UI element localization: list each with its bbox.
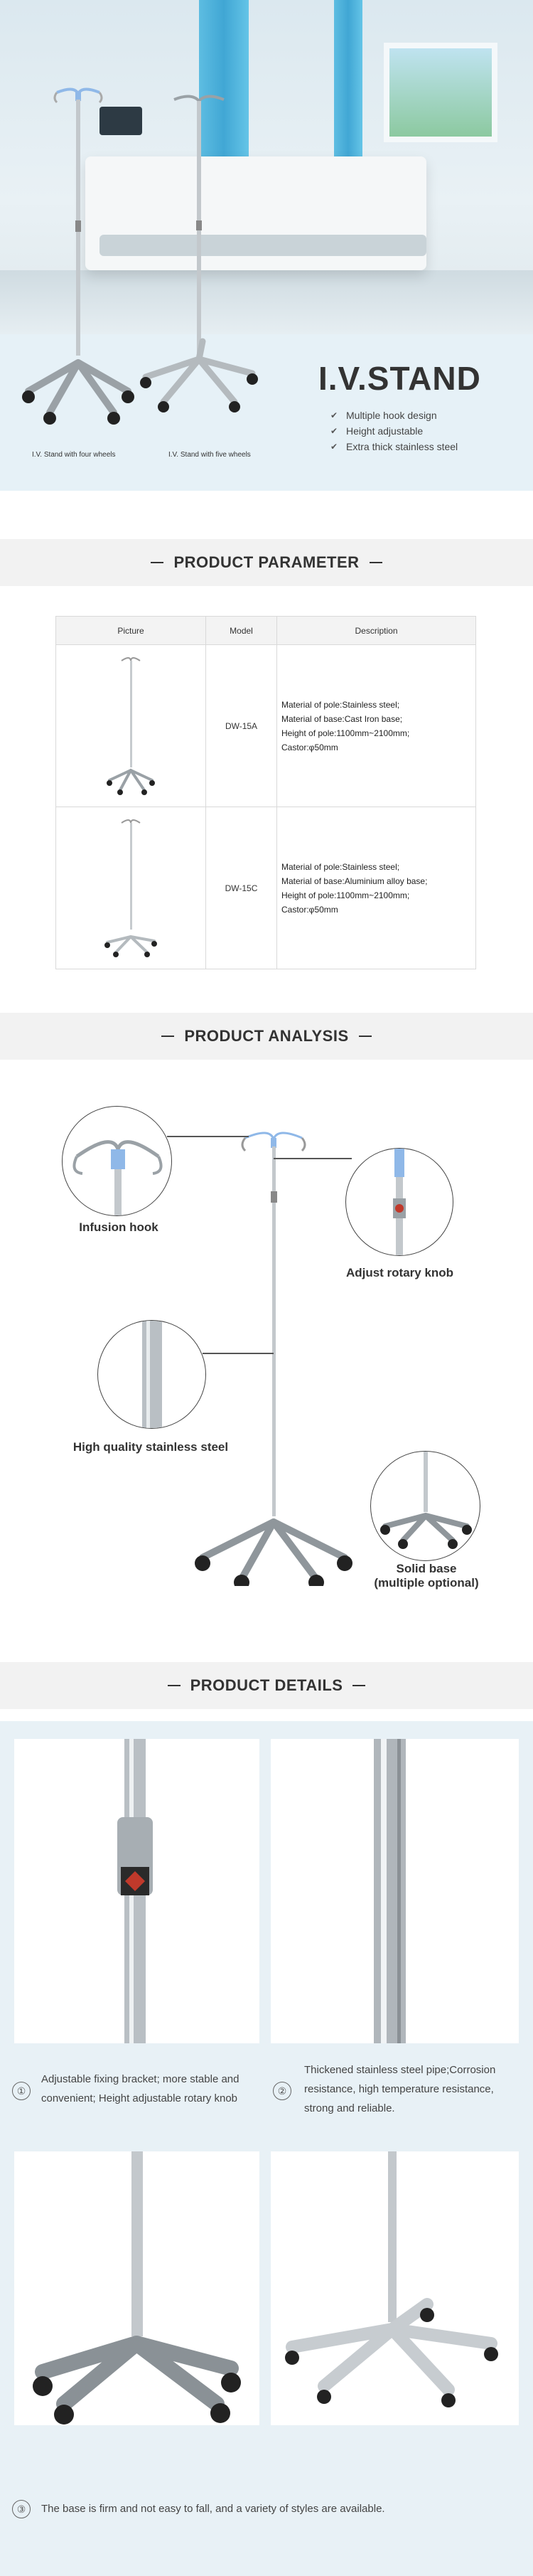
product-title: I.V.STAND	[318, 360, 481, 397]
callout-line-steel	[203, 1353, 274, 1354]
caption-five-wheels: I.V. Stand with five wheels	[168, 451, 251, 459]
hero-room-photo	[0, 0, 533, 334]
header-description: Description	[276, 616, 476, 645]
label-stainless-steel: High quality stainless steel	[72, 1440, 229, 1454]
detail-circle-knob	[345, 1148, 453, 1256]
iv-stand-four-wheels-image	[22, 87, 134, 425]
number-badge: ③	[12, 2500, 31, 2518]
product-picture	[55, 807, 206, 969]
section-header-parameter: PRODUCT PARAMETER	[0, 539, 533, 586]
iv-stand-five-wheels-image	[140, 95, 258, 413]
window	[384, 43, 497, 142]
header-model: Model	[205, 616, 277, 645]
header-picture: Picture	[55, 616, 206, 645]
label-infusion-hook: Infusion hook	[79, 1220, 158, 1234]
check-icon: ✔	[330, 426, 338, 436]
callout-line-hook	[167, 1136, 249, 1137]
model-cell: DW-15C	[205, 807, 277, 969]
hero-band	[0, 334, 533, 491]
feature-item: ✔Multiple hook design	[330, 408, 458, 423]
monitor	[99, 107, 142, 135]
number-badge: ②	[273, 2082, 291, 2100]
detail-circle-steel	[97, 1320, 206, 1429]
detail-text-1: Adjustable fixing bracket; more stable a…	[41, 2073, 239, 2104]
analysis-stand-image	[195, 1132, 352, 1586]
caption-four-wheels: I.V. Stand with four wheels	[32, 451, 116, 459]
detail-circle-base	[370, 1451, 480, 1561]
detail-circle-hook	[62, 1106, 172, 1216]
detail-image-knob	[14, 1739, 259, 2043]
detail-image-pipe	[271, 1739, 519, 2043]
table-row: DW-15C Material of pole:Stainless steel;…	[55, 807, 476, 969]
bed-frame	[99, 235, 426, 256]
detail-text-3: The base is firm and not easy to fall, a…	[41, 2503, 385, 2515]
number-badge: ①	[12, 2082, 31, 2100]
stand-dw15a-image	[107, 657, 155, 795]
feature-list: ✔Multiple hook design ✔Height adjustable…	[330, 408, 458, 454]
check-icon: ✔	[330, 410, 338, 420]
label-solid-base: Solid base (multiple optional)	[374, 1562, 479, 1590]
detail-image-cast-base	[14, 2151, 259, 2425]
table-row: DW-15A Material of pole:Stainless steel;…	[55, 644, 476, 807]
description-cell: Material of pole:Stainless steel; Materi…	[276, 644, 476, 807]
hero-banner: I.V.STAND ✔Multiple hook design ✔Height …	[0, 0, 533, 491]
detail-text-2: Thickened stainless steel pipe;Corrosion…	[304, 2064, 496, 2114]
table-header-row: Picture Model Description	[55, 616, 476, 645]
description-cell: Material of pole:Stainless steel; Materi…	[276, 807, 476, 969]
product-picture	[55, 644, 206, 807]
section-header-details: PRODUCT DETAILS	[0, 1662, 533, 1709]
parameter-table: Picture Model Description DW-15A Materia…	[55, 616, 476, 969]
label-rotary-knob: Adjust rotary knob	[345, 1266, 454, 1279]
floor	[0, 270, 533, 334]
feature-item: ✔Height adjustable	[330, 423, 458, 439]
section-header-analysis: PRODUCT ANALYSIS	[0, 1013, 533, 1060]
model-cell: DW-15A	[205, 644, 277, 807]
callout-line-knob	[274, 1158, 352, 1159]
check-icon: ✔	[330, 442, 338, 452]
detail-image-aluminium-base	[271, 2151, 519, 2425]
stand-dw15c-image	[104, 819, 157, 957]
feature-item: ✔Extra thick stainless steel	[330, 439, 458, 454]
